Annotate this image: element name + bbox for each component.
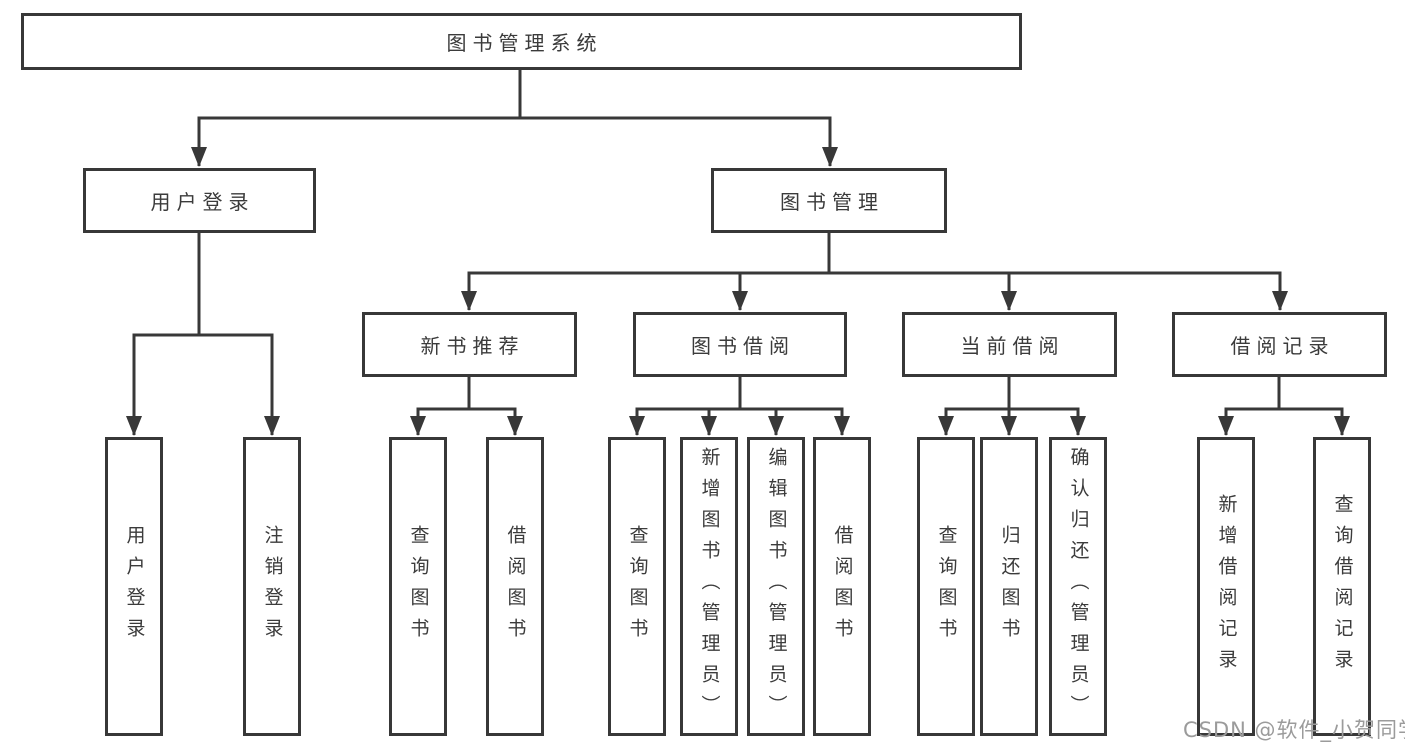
node-new-book-recommend-label: 新书推荐 [420, 334, 525, 358]
leaf-return-books: 归还图书 [980, 437, 1038, 736]
leaf-add-book-admin: 新增图书（管理员） [680, 437, 738, 736]
leaf-logout: 注销登录 [243, 437, 301, 736]
leaf-borrow-books: 借阅图书 [813, 437, 871, 736]
node-current-borrowing: 当前借阅 [902, 312, 1117, 377]
node-root: 图书管理系统 [21, 13, 1022, 70]
node-user-login-label: 用户登录 [150, 190, 255, 214]
leaf-query-borrow-record: 查询借阅记录 [1313, 437, 1371, 736]
leaf-edit-book-admin: 编辑图书（管理员） [747, 437, 805, 736]
node-book-borrowing: 图书借阅 [633, 312, 847, 377]
leaf-add-borrow-record: 新增借阅记录 [1197, 437, 1255, 736]
leaf-borrow-books-recommend: 借阅图书 [486, 437, 544, 736]
node-borrowing-records-label: 借阅记录 [1230, 334, 1335, 358]
watermark: CSDN @软件_小贺同学 [1183, 718, 1405, 742]
leaf-query-books-current: 查询图书 [917, 437, 975, 736]
node-current-borrowing-label: 当前借阅 [960, 334, 1065, 358]
node-book-management: 图书管理 [711, 168, 947, 233]
leaf-user-login: 用户登录 [105, 437, 163, 736]
node-root-label: 图书管理系统 [446, 31, 603, 55]
node-user-login: 用户登录 [83, 168, 316, 233]
leaf-confirm-return-admin: 确认归还（管理员） [1049, 437, 1107, 736]
leaf-query-books-recommend: 查询图书 [389, 437, 447, 736]
node-borrowing-records: 借阅记录 [1172, 312, 1387, 377]
node-new-book-recommend: 新书推荐 [362, 312, 577, 377]
leaf-query-books-borrow: 查询图书 [608, 437, 666, 736]
node-book-management-label: 图书管理 [780, 190, 884, 214]
node-book-borrowing-label: 图书借阅 [691, 334, 795, 358]
